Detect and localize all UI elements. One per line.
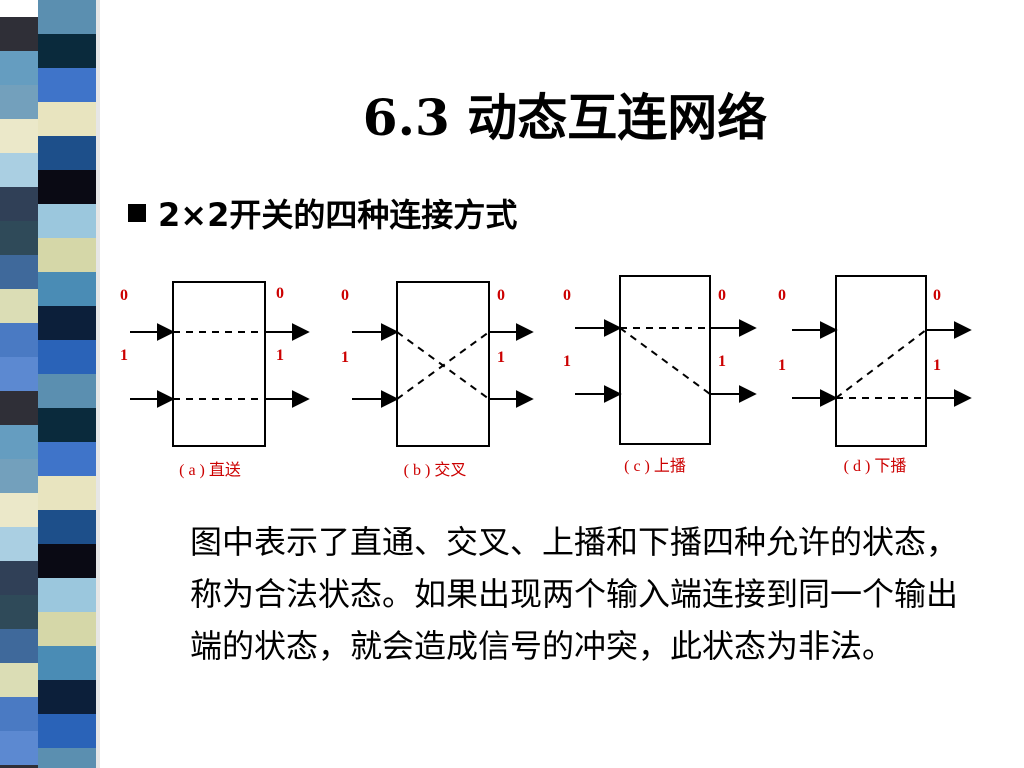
output-label-1: 1 xyxy=(276,347,284,364)
square-bullet-icon xyxy=(128,204,146,222)
diagram-caption: ( c ) 上播 xyxy=(624,457,686,475)
bullet-item: 2×2开关的四种连接方式 xyxy=(128,188,517,238)
input-label-0: 0 xyxy=(341,287,349,304)
input-label-0: 0 xyxy=(778,287,786,304)
switch-box xyxy=(835,275,927,447)
output-label-0: 0 xyxy=(718,287,726,304)
switch-diagram-c: 0 1 0 1 ( c ) 上播 xyxy=(563,275,757,475)
diagram-caption: ( a ) 直送 xyxy=(179,461,241,479)
switch-diagram-d: 0 1 0 1 ( d ) 下播 xyxy=(778,275,972,475)
output-label-1: 1 xyxy=(497,349,505,366)
diagram-caption: ( b ) 交叉 xyxy=(404,461,467,479)
switch-box xyxy=(619,275,711,445)
connection-line xyxy=(835,329,927,399)
switch-box xyxy=(396,281,490,447)
output-label-0: 0 xyxy=(276,285,284,302)
input-label-0: 0 xyxy=(120,287,128,304)
output-label-1: 1 xyxy=(718,353,726,370)
explanation-paragraph: 图中表示了直通、交叉、上播和下播四种允许的状态，称为合法状态。如果出现两个输入端… xyxy=(190,523,959,665)
input-label-1: 1 xyxy=(341,349,349,366)
output-label-0: 0 xyxy=(497,287,505,304)
connection-line xyxy=(619,327,711,395)
bullet-text: 2×2开关的四种连接方式 xyxy=(158,196,518,234)
input-label-1: 1 xyxy=(120,347,128,364)
connection-line xyxy=(396,331,490,400)
input-label-0: 0 xyxy=(563,287,571,304)
switch-box xyxy=(172,281,266,447)
output-label-0: 0 xyxy=(933,287,941,304)
output-label-1: 1 xyxy=(933,357,941,374)
diagram-caption: ( d ) 下播 xyxy=(844,457,907,475)
decorative-side-strip xyxy=(0,0,100,768)
input-label-1: 1 xyxy=(563,353,571,370)
slide-title: 6.3 动态互连网络 xyxy=(362,88,768,147)
switch-diagram-b: 0 1 0 1 ( b ) 交叉 xyxy=(341,281,534,479)
switch-diagram-a: 0 1 0 1 ( a ) 直送 xyxy=(120,281,310,479)
input-label-1: 1 xyxy=(778,357,786,374)
